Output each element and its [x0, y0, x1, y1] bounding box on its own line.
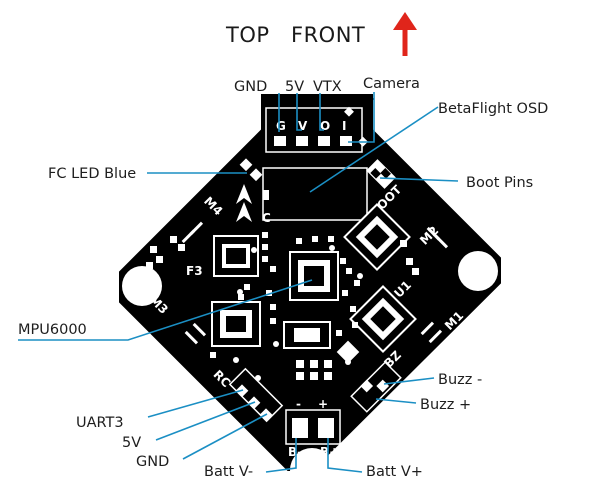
leader-vtx — [319, 93, 324, 131]
leader-batt-minus — [265, 438, 297, 473]
pad-vtx — [318, 136, 330, 146]
pin-label-g: G — [276, 119, 286, 133]
silk-b-plus: B+ — [320, 445, 339, 459]
label-buzz-plus: Buzz + — [420, 397, 471, 413]
battery-pads: - + B- B+ — [285, 397, 341, 459]
leader-mpu — [18, 279, 313, 341]
silk-f3: F3 — [186, 264, 203, 278]
label-uart3: UART3 — [76, 415, 124, 431]
label-camera: Camera — [363, 76, 420, 92]
leader-gnd-bottom — [182, 413, 268, 460]
pad-cam — [340, 136, 352, 146]
label-gnd-bottom: GND — [136, 454, 169, 470]
mount-hole-bottom — [290, 448, 334, 492]
esc-chip-m3 — [211, 301, 261, 347]
silk-minus: - — [296, 397, 301, 411]
leader-batt-plus — [327, 438, 363, 473]
esc-chip-m1 — [349, 285, 417, 353]
leader-camera — [348, 92, 375, 143]
label-fc-led-blue: FC LED Blue — [48, 166, 136, 182]
title-front: FRONT — [291, 23, 365, 47]
orientation-arrow-icon — [236, 184, 252, 222]
esc-chip-m2 — [343, 203, 411, 271]
leader-uart3 — [147, 389, 244, 418]
mpu6000-chip — [289, 251, 339, 301]
title-top: TOP — [225, 23, 270, 47]
leader-5v-bottom — [155, 401, 256, 441]
regulator — [283, 321, 331, 349]
pin-label-i: I — [342, 119, 346, 133]
batt-pad-plus — [318, 418, 334, 438]
silk-plus: + — [318, 397, 328, 411]
header-outline — [265, 107, 363, 153]
silk-c: C — [262, 211, 271, 225]
pin-label-v: V — [298, 119, 308, 133]
label-5v-top: 5V — [285, 79, 304, 95]
pad-5v — [296, 136, 308, 146]
label-mpu6000: MPU6000 — [18, 322, 87, 338]
silk-b-minus: B- — [288, 445, 302, 459]
label-buzz-minus: Buzz - — [438, 372, 482, 388]
label-boot-pins: Boot Pins — [466, 175, 533, 191]
pin-label-o: O — [320, 119, 330, 133]
leader-buzz-plus — [375, 398, 417, 404]
led-blue — [239, 158, 253, 172]
z-marker — [336, 340, 360, 364]
callout-labels: GND 5V VTX Camera BetaFlight OSD FC LED … — [18, 76, 548, 480]
osd-chip: C — [262, 167, 368, 225]
leader-buzz-minus — [383, 377, 435, 385]
leader-boot — [379, 177, 459, 182]
batt-pad-minus — [292, 418, 308, 438]
leader-osd — [309, 106, 439, 193]
leader-lines — [18, 92, 459, 473]
label-5v-bottom: 5V — [122, 435, 141, 451]
label-vtx: VTX — [313, 79, 342, 95]
f3-chip: F3 — [186, 235, 259, 278]
mount-hole-right — [458, 251, 498, 291]
front-arrow-icon — [393, 12, 417, 56]
top-header: G V O I — [265, 107, 363, 153]
mount-hole-left — [122, 266, 162, 306]
leader-5v-top — [296, 93, 302, 131]
smd-parts — [146, 106, 419, 380]
label-batt-vplus: Batt V+ — [366, 464, 423, 480]
pad-gnd — [274, 136, 286, 146]
label-batt-vminus: Batt V- — [204, 464, 253, 480]
label-gnd-top: GND — [234, 79, 267, 95]
label-betaflight-osd: BetaFlight OSD — [438, 101, 548, 117]
